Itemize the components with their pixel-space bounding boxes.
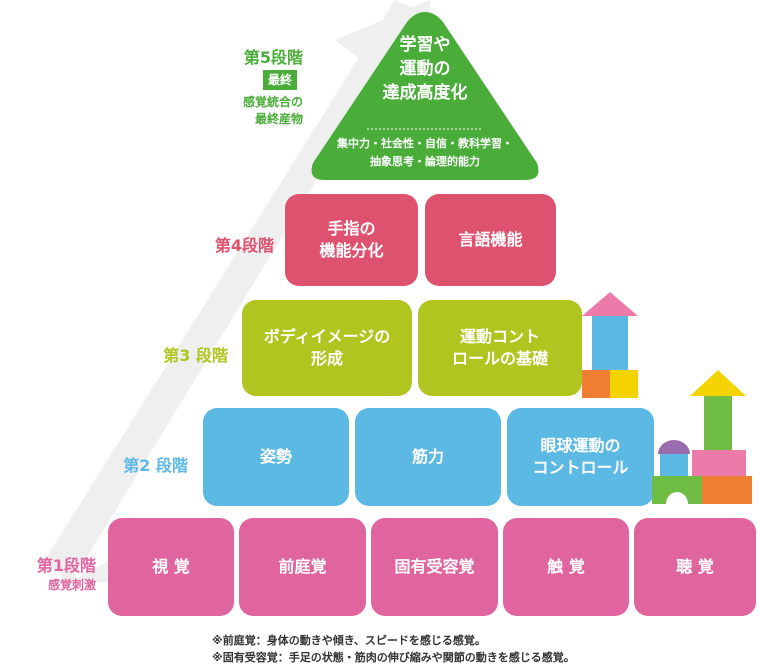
stage5-title: 学習や 運動の 達成高度化 [382,35,468,103]
stage5-sublabel: 感覚統合の 最終産物 [242,95,303,127]
stage3-box-motor-control: 運動コント ロールの基礎 [418,300,582,396]
stage1-box-vestibular: 前庭覚 [239,518,366,616]
stage2-box-posture: 姿勢 [203,408,349,506]
stage4-box-finger-function: 手指の 機能分化 [285,194,418,286]
stage1-sublabel: 感覚刺激 [47,578,96,592]
stage1-box-vision: 視 覚 [108,518,234,616]
stage5-description: 集中力・社会性・自信・教科学習・ 抽象思考・論理的能力 [337,137,513,169]
stage4-label: 第4段階 [214,236,274,255]
stage2-label: 第2 段階 [123,456,188,475]
stage1-box-proprioception: 固有受容覚 [371,518,498,616]
stage5-triangle [311,12,539,180]
toy-blocks-castle-illustration [652,370,752,504]
stage1-label: 第1段階 [36,556,96,575]
stage1-box-hearing: 聴 覚 [634,518,756,616]
stage4-box-language-function: 言語機能 [425,194,556,286]
footnote-proprioception: ※固有受容覚：手足の状態・筋肉の伸び縮みや関節の動きを感じる感覚。 [212,651,575,664]
stage3-box-body-image: ボディイメージの 形成 [242,300,412,396]
stage5-badge: 最終 [263,70,297,90]
stage2-box-muscle: 筋力 [355,408,501,506]
stage5-label: 第5段階 [243,48,303,67]
toy-blocks-tower-illustration [582,292,638,398]
footnote-vestibular: ※前庭覚：身体の動きや傾き、スピードを感じる感覚。 [212,634,486,647]
stage2-box-eye-movement: 眼球運動の コントロール [507,408,654,506]
stage3-label: 第3 段階 [163,346,228,365]
stage1-box-touch: 触 覚 [503,518,629,616]
